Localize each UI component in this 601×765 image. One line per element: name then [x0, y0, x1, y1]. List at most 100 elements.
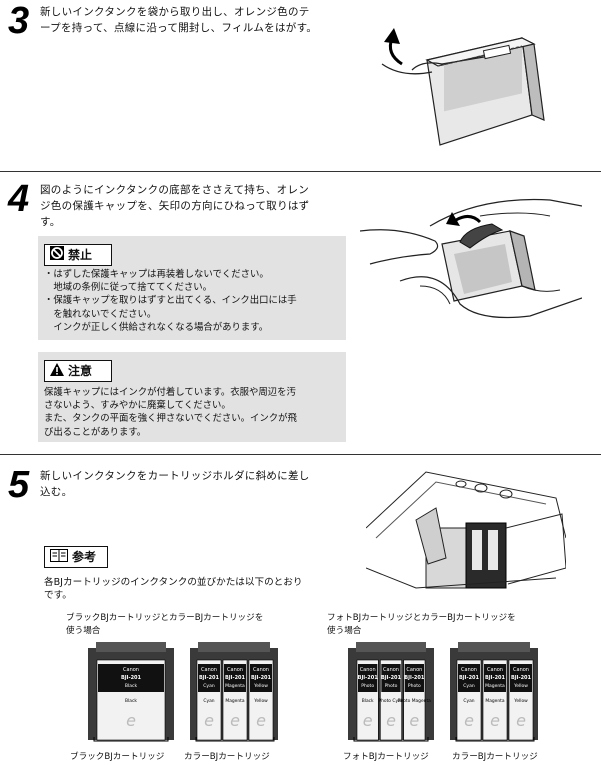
prohibit-text: ・はずした保護キャップは再装着しないでください。 地域の条例に従って捨ててくださ… — [44, 268, 344, 334]
tank-sub: Magenta — [225, 683, 245, 689]
reference-title-text: 参考 — [72, 550, 97, 564]
step-4-line-1: 図のようにインクタンクの底部をささえて持ち、オレン — [40, 184, 310, 196]
tank-color: Black — [362, 698, 374, 704]
caution-line: さないよう、すみやかに廃棄してください。 — [44, 400, 231, 412]
tank-label-area — [404, 664, 424, 692]
bracket-left — [93, 737, 169, 742]
label-color-cartridge: カラーBJカートリッジ — [184, 752, 270, 762]
tank-color: Photo Cyan — [378, 698, 403, 704]
caution-title-text: 注意 — [68, 364, 93, 378]
tank-label-area — [458, 664, 480, 692]
tank-logo: e — [386, 711, 396, 730]
case-1-line: ブラックBJカートリッジとカラーBJカートリッジを — [66, 613, 264, 623]
tank-label-area — [250, 664, 272, 692]
step-3-text: 新しいインクタンクを袋から取り出し、オレンジ色のテ ープを持って、点線に沿って開… — [40, 4, 370, 36]
holder-gap — [174, 662, 190, 740]
tank-brand: Canon — [461, 667, 477, 673]
holder-top — [198, 642, 270, 652]
tank-name: BJI-201 — [404, 675, 425, 681]
step-3-number: 3 — [8, 0, 30, 42]
step-5-text: 新しいインクタンクをカートリッジホルダに斜めに差し 込む。 — [40, 468, 370, 500]
tank-color: Cyan — [463, 698, 474, 704]
tank-brand: Canon — [383, 667, 399, 673]
tank-color: Cyan — [203, 698, 214, 704]
tank-logo: e — [126, 711, 136, 730]
prohibit-line: 地域の条例に従って捨ててください。 — [44, 282, 213, 294]
tank-color: Photo Magenta — [398, 698, 431, 704]
holder-top — [356, 642, 426, 652]
tank-brand: Canon — [201, 667, 217, 673]
reference-line: です。 — [44, 590, 72, 602]
tank-sub: Yellow — [253, 683, 268, 689]
tank-logo: e — [409, 711, 419, 730]
label-color-cartridge: カラーBJカートリッジ — [452, 752, 538, 762]
reference-text: 各BJカートリッジのインクタンクの並びかたは以下のとおり です。 — [44, 576, 354, 602]
tank-sub: Photo — [385, 683, 398, 689]
tank-sub: Black — [125, 683, 138, 689]
tank-color: Magenta — [225, 698, 244, 704]
tank-color: Yellow — [253, 698, 268, 704]
tank-name: BJI-201 — [381, 675, 402, 681]
caution-title: 注意 — [44, 360, 112, 382]
tank-label-area — [484, 664, 506, 692]
tank-label-area — [198, 664, 220, 692]
tank-label-area — [224, 664, 246, 692]
caution-line: また、タンクの平面を強く押さないでください。インクが飛 — [44, 413, 297, 425]
prohibit-line: ・はずした保護キャップは再装着しないでください。 — [44, 269, 269, 280]
caution-text: 保護キャップにはインクが付着しています。衣服や周辺を汚 さないよう、すみやかに廃… — [44, 386, 344, 439]
tank-logo: e — [256, 711, 266, 730]
step-4-number: 4 — [8, 178, 30, 220]
case-2-line: 使う場合 — [327, 626, 362, 636]
illustration-insert-tank — [366, 471, 566, 589]
label-black-cartridge: ブラックBJカートリッジ — [70, 752, 165, 762]
tank-logo: e — [464, 711, 474, 730]
holder-top — [458, 642, 530, 652]
case-1-line: 使う場合 — [66, 626, 101, 636]
illustration-remove-cap — [360, 198, 582, 319]
step-5-number: 5 — [8, 464, 30, 506]
tank-logo: e — [516, 711, 526, 730]
tank-name: BJI-201 — [511, 675, 532, 681]
step-4-text: 図のようにインクタンクの底部をささえて持ち、オレン ジ色の保護キャップを、矢印の… — [40, 182, 370, 230]
tank-name: BJI-201 — [121, 675, 142, 681]
tank-brand: Canon — [360, 667, 376, 673]
tank-name: BJI-201 — [225, 675, 246, 681]
bracket-left — [353, 737, 429, 742]
prohibit-line: ・保護キャップを取りはずすと出てくる、インク出口には手 — [44, 295, 297, 307]
caution-line: 保護キャップにはインクが付着しています。衣服や周辺を汚 — [44, 387, 296, 398]
step-4-line-3: す。 — [40, 216, 61, 228]
cartridge-diagram-1: CanonBJI-201BlackBlackeCanonBJI-201CyanC… — [88, 642, 278, 742]
prohibit-title: 禁止 — [44, 244, 112, 266]
tank-sub: Cyan — [203, 683, 215, 689]
prohibited-icon — [50, 245, 64, 266]
tank-sub: Magenta — [485, 683, 505, 689]
tank-brand: Canon — [253, 667, 269, 673]
tank-logo: e — [363, 711, 373, 730]
tank-sub: Cyan — [463, 683, 475, 689]
book-icon — [50, 548, 68, 568]
tank-name: BJI-201 — [459, 675, 480, 681]
section-divider — [0, 454, 601, 455]
caution-line: び出ることがあります。 — [44, 426, 147, 438]
tank-color: Magenta — [485, 698, 504, 704]
reference-title: 参考 — [44, 546, 108, 568]
step-3-line-1: 新しいインクタンクを袋から取り出し、オレンジ色のテ — [40, 6, 310, 18]
tank-sub: Photo — [361, 683, 374, 689]
label-photo-cartridge: フォトBJカートリッジ — [343, 752, 429, 762]
tank-name: BJI-201 — [199, 675, 220, 681]
tank-color: Black — [125, 698, 137, 704]
case-2-caption: フォトBJカートリッジとカラーBJカートリッジを 使う場合 — [327, 612, 577, 638]
tank-sub: Yellow — [513, 683, 528, 689]
tank-name: BJI-201 — [251, 675, 272, 681]
tank-label-area — [381, 664, 401, 692]
prohibit-line: を触れないでください。 — [44, 308, 157, 320]
tank-sub: Photo — [408, 683, 421, 689]
tank-logo: e — [204, 711, 214, 730]
tank-label-area — [510, 664, 532, 692]
